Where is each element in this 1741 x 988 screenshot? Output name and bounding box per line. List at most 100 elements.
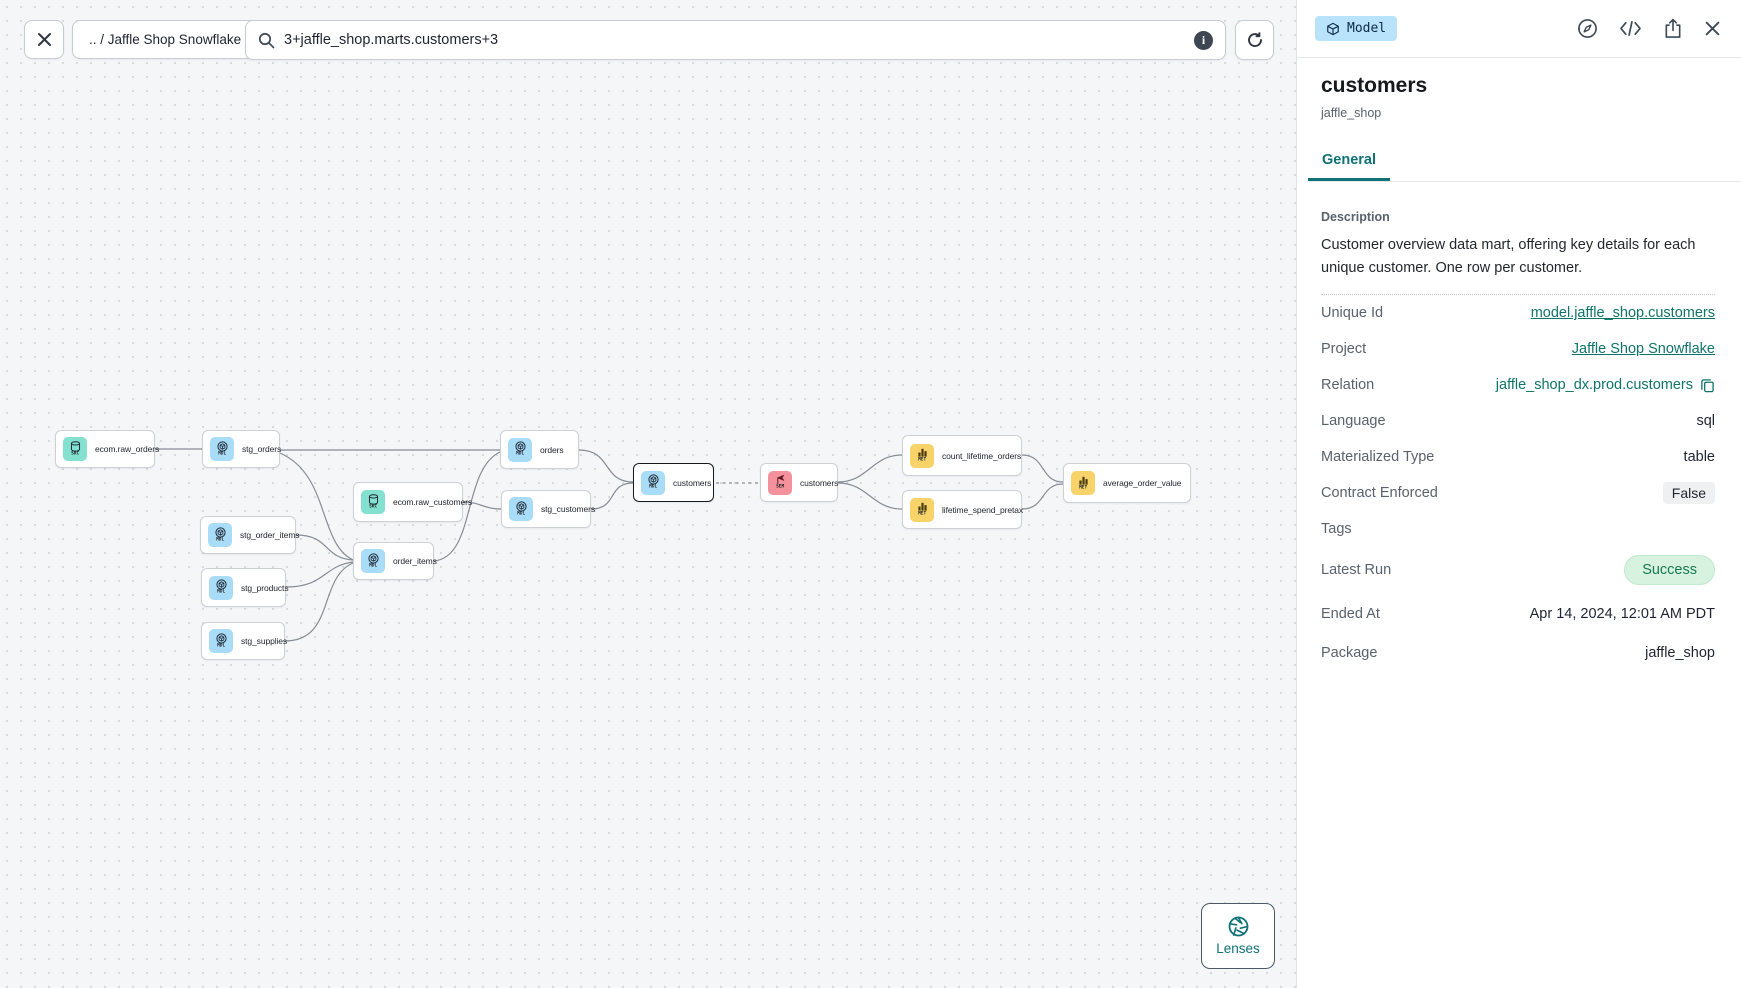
page-title: customers — [1321, 74, 1428, 97]
mdl-tile-icon: MDL — [508, 437, 532, 462]
tab-bar: General — [1308, 152, 1741, 182]
edge-count_lto-to-aov — [1021, 454, 1064, 483]
field-row-tags: Tags — [1321, 511, 1715, 547]
refresh-icon — [1247, 32, 1262, 47]
node-label: stg_orders — [242, 444, 282, 454]
node-label: ecom.raw_customers — [393, 497, 472, 507]
model-cube-icon — [367, 552, 379, 564]
copy-icon[interactable] — [1700, 378, 1715, 393]
database-icon — [70, 440, 80, 452]
field-value: Apr 14, 2024, 12:01 AM PDT — [1529, 606, 1715, 622]
field-label: Contract Enforced — [1321, 485, 1438, 501]
metric-bars-icon — [1078, 476, 1088, 485]
edge-customers_sem-to-count_lto — [837, 454, 903, 483]
field-label: Latest Run — [1321, 562, 1392, 578]
details-panel: Model customers jaffle_shop General — [1296, 0, 1741, 988]
breadcrumb[interactable]: .. / Jaffle Shop Snowflake — [72, 20, 259, 59]
tab-general[interactable]: General — [1308, 152, 1390, 181]
graph-node-orders[interactable]: MDL orders — [500, 430, 579, 469]
mdl-tile-icon: MDL — [208, 523, 232, 547]
compass-icon[interactable] — [1577, 18, 1598, 39]
edge-stg_products-to-order_items — [285, 561, 354, 588]
semantic-flag-icon — [776, 475, 784, 485]
tile-kind-label: SEM — [775, 484, 785, 489]
model-cube-icon — [514, 441, 526, 452]
refresh-button[interactable] — [1235, 20, 1274, 60]
mdl-tile-icon: MDL — [209, 575, 233, 600]
tile-kind-label: MDL — [368, 562, 378, 568]
edge-stg_customers-to-customers — [590, 482, 634, 510]
graph-node-customers[interactable]: MDL customers — [633, 463, 714, 502]
metric-bars-icon — [917, 502, 927, 511]
close-lineage-button[interactable] — [24, 20, 64, 59]
field-value-link[interactable]: Jaffle Shop Snowflake — [1571, 341, 1715, 357]
graph-node-customers_sem[interactable]: SEM customers — [760, 463, 838, 502]
cube-icon — [1327, 22, 1339, 35]
field-label: Language — [1321, 413, 1386, 429]
share-icon[interactable] — [1663, 18, 1683, 39]
mdl-tile-icon: MDL — [210, 437, 234, 461]
graph-node-raw_customers[interactable]: SRC ecom.raw_customers — [353, 482, 472, 522]
met-tile-icon: MET — [910, 443, 934, 468]
graph-node-stg_orders[interactable]: MDL stg_orders — [202, 430, 282, 468]
edge-stg_supplies-to-order_items — [284, 562, 354, 642]
status-badge: False — [1662, 482, 1715, 504]
node-label: customers — [800, 477, 839, 488]
close-icon[interactable] — [1704, 20, 1721, 37]
field-value-link[interactable]: model.jaffle_shop.customers — [1530, 305, 1715, 321]
node-label: customers — [673, 477, 712, 488]
description-label: Description — [1321, 210, 1390, 224]
lenses-button[interactable]: Lenses — [1201, 903, 1275, 969]
search-input[interactable] — [284, 32, 1185, 48]
field-label: Relation — [1321, 377, 1375, 393]
node-label: lifetime_spend_pretax — [942, 504, 1024, 515]
node-label: order_items — [393, 556, 437, 566]
tile-kind-label: MDL — [216, 642, 226, 648]
mdl-tile-icon: MDL — [209, 629, 233, 653]
field-label: Tags — [1321, 521, 1352, 537]
model-cube-icon — [215, 579, 227, 590]
src-tile-icon: SRC — [63, 437, 87, 461]
info-icon[interactable]: i — [1194, 30, 1213, 50]
mdl-tile-icon: MDL — [509, 497, 533, 521]
lineage-search[interactable]: i — [245, 20, 1226, 60]
field-value: sql — [1696, 413, 1715, 429]
mdl-tile-icon: MDL — [361, 549, 385, 573]
field-row-contract-enforced: Contract Enforced False — [1321, 475, 1715, 511]
lenses-label: Lenses — [1216, 941, 1260, 956]
node-label: stg_products — [241, 582, 289, 593]
graph-node-stg_products[interactable]: MDL stg_products — [201, 568, 289, 607]
edge-lsp-to-aov — [1021, 483, 1064, 510]
code-icon[interactable] — [1619, 19, 1642, 38]
graph-node-count_lto[interactable]: MET count_lifetime_orders — [902, 435, 1022, 476]
node-label: count_lifetime_orders — [942, 450, 1022, 461]
panel-header: Model — [1297, 0, 1741, 58]
mdl-tile-icon: MDL — [641, 470, 665, 495]
package-subtitle: jaffle_shop — [1321, 106, 1382, 120]
tile-kind-label: SRC — [368, 503, 378, 509]
met-tile-icon: MET — [1071, 471, 1095, 495]
x-icon — [37, 33, 51, 46]
graph-node-raw_orders[interactable]: SRC ecom.raw_orders — [55, 430, 159, 468]
model-cube-icon — [647, 474, 659, 485]
node-label: orders — [540, 444, 564, 455]
resource-type-label: Model — [1347, 21, 1387, 36]
graph-node-stg_customers[interactable]: MDL stg_customers — [501, 490, 595, 528]
tile-kind-label: MDL — [216, 589, 226, 594]
node-label: ecom.raw_orders — [95, 444, 160, 454]
divider — [1321, 294, 1715, 295]
node-label: stg_customers — [541, 504, 595, 514]
tile-kind-label: MET — [917, 457, 927, 462]
src-tile-icon: SRC — [361, 490, 385, 514]
edge-customers_sem-to-lsp — [837, 482, 903, 510]
graph-node-order_items[interactable]: MDL order_items — [353, 542, 437, 580]
